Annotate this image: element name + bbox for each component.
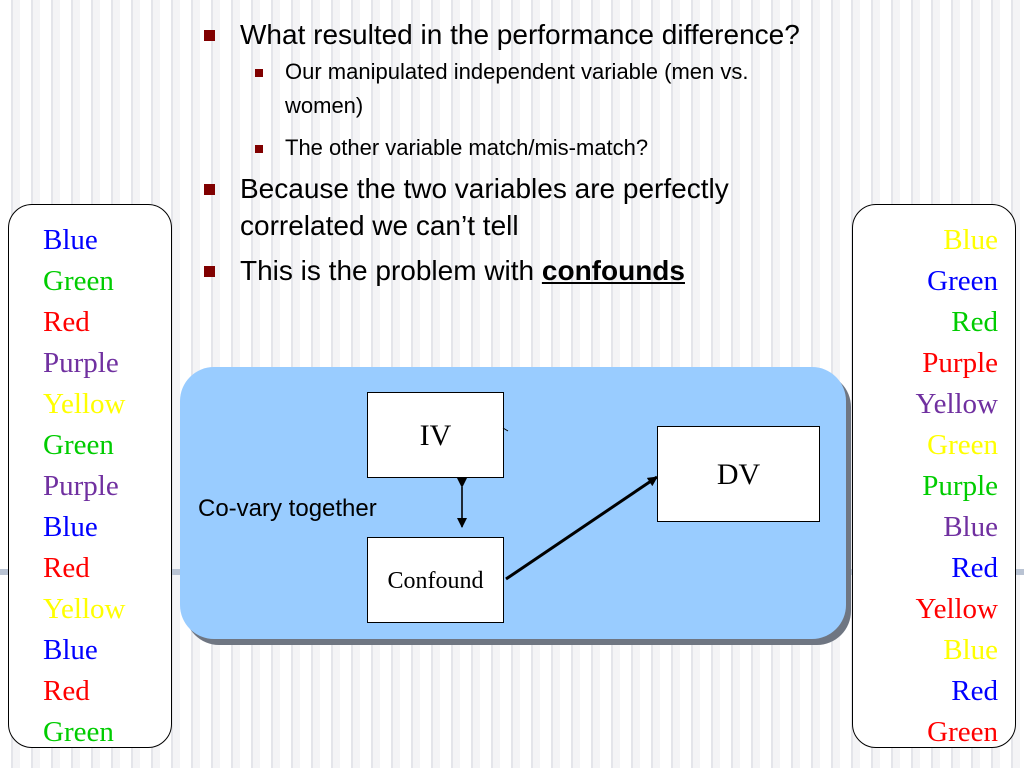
color-word: Yellow bbox=[43, 593, 126, 625]
iv-box: IV bbox=[367, 392, 504, 478]
color-word: Purple bbox=[922, 470, 998, 502]
color-word: Red bbox=[43, 552, 90, 584]
square-bullet-icon bbox=[204, 266, 215, 277]
bullet-text: This is the problem with bbox=[240, 255, 542, 286]
color-word: Green bbox=[927, 716, 998, 748]
color-word: Red bbox=[43, 306, 90, 338]
color-word: Yellow bbox=[915, 593, 998, 625]
sub-bullet-item: The other variable match/mis-match? bbox=[200, 131, 820, 165]
confounds-emphasis: confounds bbox=[541, 255, 685, 286]
sub-bullet-item: Our manipulated independent variable (me… bbox=[200, 55, 820, 123]
bullet-text: What resulted in the performance differe… bbox=[240, 19, 800, 50]
color-word: Purple bbox=[43, 470, 119, 502]
color-word: Red bbox=[951, 306, 998, 338]
color-word: Green bbox=[43, 429, 114, 461]
sub-bullet-text: The other variable match/mis-match? bbox=[285, 135, 649, 160]
color-word: Yellow bbox=[915, 388, 998, 420]
color-word: Green bbox=[43, 716, 114, 748]
bullet-item: Because the two variables are perfectly … bbox=[200, 170, 820, 244]
square-bullet-icon bbox=[204, 30, 215, 41]
color-word: Yellow bbox=[43, 388, 126, 420]
color-word: Red bbox=[951, 675, 998, 707]
color-word: Purple bbox=[43, 347, 119, 379]
color-word: Blue bbox=[43, 511, 98, 543]
color-word: Blue bbox=[43, 634, 98, 666]
square-bullet-icon bbox=[204, 184, 215, 195]
bullet-list: What resulted in the performance differe… bbox=[200, 16, 820, 289]
sub-bullet-text: Our manipulated independent variable (me… bbox=[285, 59, 749, 118]
color-word: Blue bbox=[943, 511, 998, 543]
dv-box: DV bbox=[657, 426, 820, 522]
color-word: Blue bbox=[43, 224, 98, 256]
bullet-item: What resulted in the performance differe… bbox=[200, 16, 820, 53]
bullet-item: This is the problem with confounds bbox=[200, 252, 820, 289]
color-word: Green bbox=[927, 265, 998, 297]
color-word: Blue bbox=[943, 634, 998, 666]
color-word: Red bbox=[43, 675, 90, 707]
color-word: Green bbox=[927, 429, 998, 461]
confound-box: Confound bbox=[367, 537, 504, 623]
confound-to-dv-arrow bbox=[505, 475, 658, 581]
covary-label: Co-vary together bbox=[198, 495, 377, 522]
square-bullet-icon bbox=[255, 145, 263, 153]
iv-arrow-stub bbox=[502, 427, 509, 432]
bullet-text: Because the two variables are perfectly … bbox=[240, 173, 729, 241]
color-word: Green bbox=[43, 265, 114, 297]
color-word: Blue bbox=[943, 224, 998, 256]
color-word: Purple bbox=[922, 347, 998, 379]
color-word: Red bbox=[951, 552, 998, 584]
square-bullet-icon bbox=[255, 69, 263, 77]
